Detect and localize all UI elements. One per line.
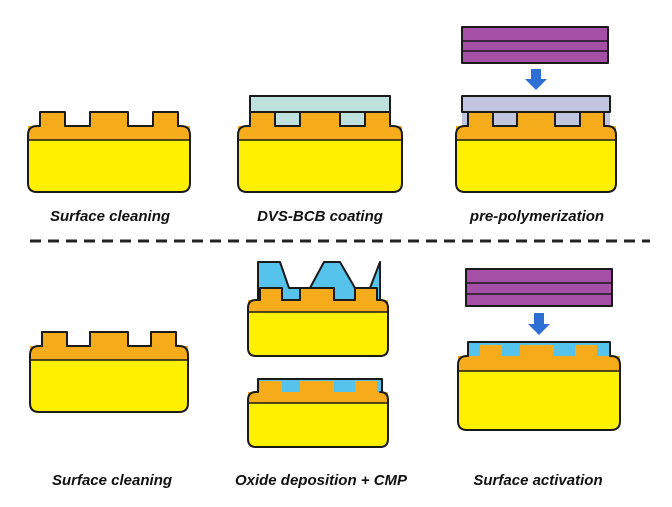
top-wafer [462, 27, 608, 63]
bottom-caption-1: Surface cleaning [52, 472, 172, 489]
bottom-step-3-wafer [457, 268, 621, 431]
top-caption-2: DVS-BCB coating [257, 208, 383, 225]
top-step-1-wafer [27, 111, 191, 193]
top-wafer [466, 269, 612, 306]
bottom-step-2b-wafer [247, 378, 389, 448]
bottom-step-2a-wafer [247, 261, 389, 357]
top-caption-3: pre-polymerization [469, 208, 604, 225]
top-caption-1: Surface cleaning [50, 208, 170, 225]
bottom-caption-2: Oxide deposition + CMP [235, 472, 408, 489]
down-arrow-icon [528, 313, 550, 335]
bottom-caption-3: Surface activation [473, 472, 602, 489]
top-step-2-wafer [237, 95, 403, 193]
bottom-step-1-wafer [29, 331, 189, 413]
top-step-3-wafer [455, 26, 617, 193]
down-arrow-icon [525, 69, 547, 90]
